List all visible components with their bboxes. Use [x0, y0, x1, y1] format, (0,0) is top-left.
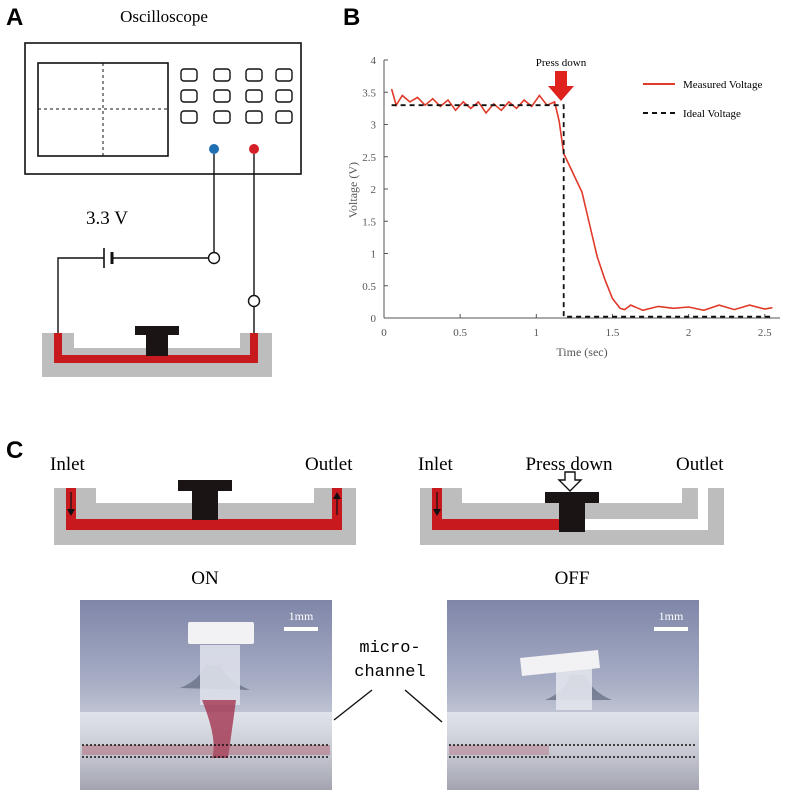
- panel-b: B 0 0.5 1 1.5 2 2.5 3 3.5 4 0 0.5 1 1.5 2 2.5 Voltage…: [343, 4, 780, 359]
- y-axis-label: Voltage (V): [346, 162, 360, 218]
- schematic-on: Inlet Outlet ON: [50, 454, 356, 589]
- battery-symbol: [103, 248, 114, 268]
- valve-stem: [200, 645, 240, 705]
- valve-plunger-pressed: [545, 492, 599, 532]
- press-down-arrow: [548, 71, 574, 101]
- x-tick-label: 1.5: [606, 327, 620, 339]
- red-channel-photo-partial: [449, 745, 549, 755]
- y-tick-label: 3: [371, 120, 377, 132]
- flow-arrowhead-in: [433, 509, 441, 516]
- outlet-label-off: Outlet: [676, 454, 724, 475]
- scope-button: [245, 89, 263, 103]
- y-tick-label: 2.5: [362, 152, 376, 164]
- legend-label-measured: Measured Voltage: [683, 79, 762, 91]
- contact-node: [247, 294, 261, 308]
- scope-button: [275, 68, 293, 82]
- panel-letter-b: B: [343, 4, 360, 31]
- x-tick-label: 2: [686, 327, 692, 339]
- valve-cap: [188, 622, 254, 644]
- probe-terminal-blue: [209, 144, 219, 154]
- circuit-wires: [57, 154, 255, 340]
- flow-arrowhead-in: [67, 509, 75, 516]
- red-dye-column: [202, 700, 236, 758]
- press-down-annotation: Press down: [536, 57, 587, 69]
- scope-button: [213, 89, 231, 103]
- state-label-off: OFF: [555, 568, 590, 589]
- press-down-label: Press down: [525, 454, 613, 475]
- oscilloscope-label: Oscilloscope: [120, 7, 208, 26]
- microchannel-empty: [580, 488, 708, 530]
- valve-cap-tilted: [520, 650, 600, 676]
- x-tick-label: 2.5: [758, 327, 772, 339]
- x-tick-label: 0.5: [453, 327, 467, 339]
- state-label-on: ON: [191, 568, 219, 589]
- valve-stem: [556, 668, 592, 710]
- pointer-line-right: [404, 689, 443, 723]
- scope-button: [213, 110, 231, 124]
- x-tick-label: 0: [381, 327, 387, 339]
- series-line-ideal: [391, 104, 773, 318]
- scope-button: [245, 68, 263, 82]
- x-axis-label: Time (sec): [556, 345, 607, 359]
- scale-bar: [654, 627, 688, 631]
- photo-off: 1mm: [447, 600, 699, 790]
- panel-a: A Oscilloscope: [6, 4, 302, 377]
- voltage-chart: 0 0.5 1 1.5 2 2.5 3 3.5 4 0 0.5 1 1.5 2 2.5 Voltage (…: [346, 55, 780, 359]
- panel-letter-c: C: [6, 437, 23, 464]
- scale-label-off: 1mm: [659, 609, 684, 623]
- panel-c: C Inlet Outlet ON Inlet Press down Outle…: [6, 437, 724, 790]
- panel-letter-a: A: [6, 4, 23, 31]
- scale-bar: [284, 627, 318, 631]
- y-tick-label: 3.5: [362, 87, 376, 99]
- schematic-off: Inlet Press down Outlet OFF: [418, 454, 724, 589]
- inlet-label-off: Inlet: [418, 454, 454, 475]
- y-tick-label: 1: [371, 249, 377, 261]
- scope-button: [275, 89, 293, 103]
- series-line-measured: [390, 88, 773, 312]
- microchannel-red: [66, 488, 342, 530]
- y-tick-label: 0: [371, 313, 377, 325]
- y-tick-label: 2: [371, 184, 377, 196]
- y-tick-label: 4: [371, 55, 377, 67]
- microchannel-red-partial: [432, 488, 560, 530]
- photo-on: 1mm: [80, 600, 332, 790]
- x-tick-label: 1: [534, 327, 540, 339]
- legend-label-ideal: Ideal Voltage: [683, 108, 741, 120]
- chip-a: [42, 326, 272, 377]
- press-down-arrow-outline: [557, 471, 583, 492]
- legend: Measured Voltage Ideal Voltage: [643, 79, 762, 120]
- glass-slab: [80, 712, 332, 790]
- y-tick-label: 0.5: [362, 281, 376, 293]
- oscilloscope-buttons: [180, 68, 293, 124]
- scope-button: [245, 110, 263, 124]
- battery-voltage-label: 3.3 V: [86, 208, 128, 229]
- scope-button: [180, 89, 198, 103]
- scope-button: [213, 68, 231, 82]
- x-ticks: 0 0.5 1 1.5 2 2.5: [381, 314, 772, 339]
- series-group: [390, 88, 773, 318]
- scope-button: [180, 68, 198, 82]
- outlet-label-on: Outlet: [305, 454, 353, 475]
- valve-plunger: [178, 480, 232, 520]
- y-ticks: 0 0.5 1 1.5 2 2.5 3 3.5 4: [362, 55, 388, 325]
- microchannel-label-line2: channel: [354, 663, 425, 682]
- microchannel-label-line1: micro-: [359, 639, 420, 658]
- y-tick-label: 1.5: [362, 216, 376, 228]
- scope-button: [180, 110, 198, 124]
- red-channel-photo: [82, 745, 330, 755]
- inlet-label-on: Inlet: [50, 454, 86, 475]
- scope-button: [275, 110, 293, 124]
- pointer-line-left: [333, 689, 373, 721]
- scale-label-on: 1mm: [289, 609, 314, 623]
- flow-arrowhead-out: [333, 492, 341, 499]
- contact-node: [207, 251, 221, 265]
- microchannel-red: [54, 333, 258, 363]
- valve-plunger: [135, 326, 179, 356]
- probe-terminal-red: [249, 144, 259, 154]
- glass-slab: [447, 712, 699, 790]
